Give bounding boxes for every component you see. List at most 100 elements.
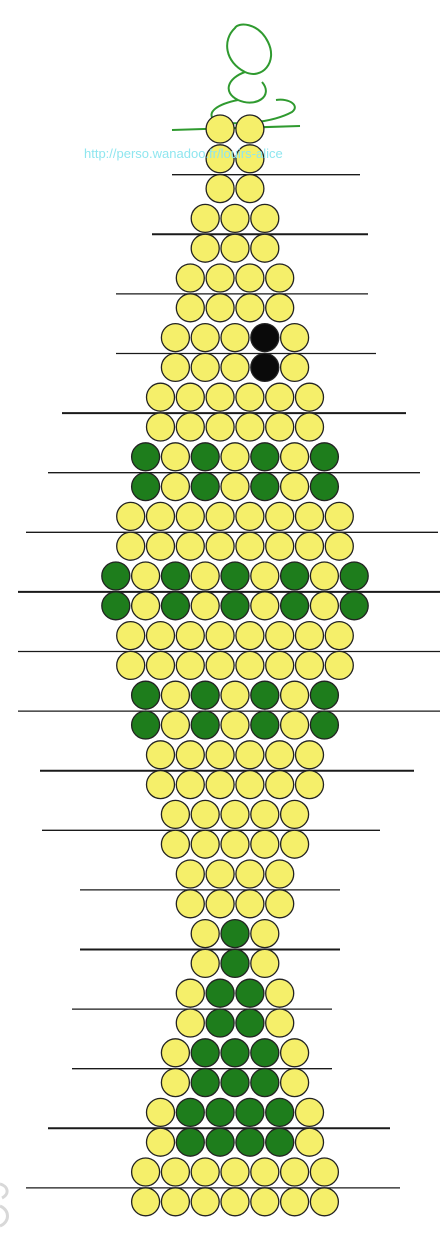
yellow-bead xyxy=(206,294,234,322)
yellow-bead xyxy=(161,1188,189,1216)
yellow-bead xyxy=(296,532,324,560)
yellow-bead xyxy=(296,383,324,411)
yellow-bead xyxy=(191,949,219,977)
yellow-bead xyxy=(281,473,309,501)
yellow-bead xyxy=(176,890,204,918)
green-bead xyxy=(161,562,189,590)
yellow-bead xyxy=(281,681,309,709)
yellow-bead xyxy=(296,622,324,650)
yellow-bead xyxy=(161,353,189,381)
yellow-bead xyxy=(266,771,294,799)
yellow-bead xyxy=(176,502,204,530)
yellow-bead xyxy=(251,949,279,977)
green-bead xyxy=(221,1039,249,1067)
yellow-bead xyxy=(176,294,204,322)
yellow-bead xyxy=(236,175,264,203)
yellow-bead xyxy=(296,502,324,530)
yellow-bead xyxy=(176,1009,204,1037)
yellow-bead xyxy=(176,264,204,292)
yellow-bead xyxy=(176,532,204,560)
yellow-bead xyxy=(147,413,175,441)
yellow-bead xyxy=(176,413,204,441)
green-bead xyxy=(251,1069,279,1097)
green-bead xyxy=(221,949,249,977)
yellow-bead xyxy=(117,651,145,679)
yellow-bead xyxy=(117,622,145,650)
yellow-bead xyxy=(266,532,294,560)
yellow-bead xyxy=(281,1188,309,1216)
yellow-bead xyxy=(117,502,145,530)
green-bead xyxy=(236,979,264,1007)
yellow-bead xyxy=(147,741,175,769)
green-bead xyxy=(191,443,219,471)
green-bead xyxy=(251,681,279,709)
yellow-bead xyxy=(132,592,160,620)
yellow-bead xyxy=(266,622,294,650)
green-bead xyxy=(340,562,368,590)
yellow-bead xyxy=(266,502,294,530)
yellow-bead xyxy=(236,383,264,411)
yellow-bead xyxy=(236,502,264,530)
yellow-bead xyxy=(251,204,279,232)
yellow-bead xyxy=(117,532,145,560)
yellow-bead xyxy=(221,353,249,381)
yellow-bead xyxy=(191,324,219,352)
yellow-bead xyxy=(325,502,353,530)
yellow-bead xyxy=(236,115,264,143)
bead-grid xyxy=(102,115,368,1216)
yellow-bead xyxy=(191,1158,219,1186)
yellow-bead xyxy=(176,622,204,650)
top-wire-loop xyxy=(172,25,300,130)
yellow-bead xyxy=(221,1158,249,1186)
yellow-bead xyxy=(310,1188,338,1216)
green-bead xyxy=(310,681,338,709)
yellow-bead xyxy=(132,562,160,590)
yellow-bead xyxy=(176,383,204,411)
green-bead xyxy=(132,681,160,709)
yellow-bead xyxy=(206,651,234,679)
watermark-url: http://perso.wanadoo.fr/louirs-alice xyxy=(84,146,283,161)
yellow-bead xyxy=(251,830,279,858)
yellow-bead xyxy=(236,532,264,560)
yellow-bead xyxy=(236,771,264,799)
yellow-bead xyxy=(161,830,189,858)
yellow-bead xyxy=(161,681,189,709)
green-bead xyxy=(281,592,309,620)
yellow-bead xyxy=(266,413,294,441)
green-bead xyxy=(191,1039,219,1067)
yellow-bead xyxy=(221,830,249,858)
yellow-bead xyxy=(251,800,279,828)
yellow-bead xyxy=(191,830,219,858)
green-bead xyxy=(132,473,160,501)
yellow-bead xyxy=(147,651,175,679)
green-bead xyxy=(206,1128,234,1156)
yellow-bead xyxy=(310,592,338,620)
green-bead xyxy=(251,473,279,501)
yellow-bead xyxy=(147,383,175,411)
yellow-bead xyxy=(296,413,324,441)
yellow-bead xyxy=(147,771,175,799)
green-bead xyxy=(191,1069,219,1097)
yellow-bead xyxy=(310,1158,338,1186)
yellow-bead xyxy=(147,622,175,650)
yellow-bead xyxy=(191,920,219,948)
yellow-bead xyxy=(206,890,234,918)
green-bead xyxy=(236,1009,264,1037)
green-bead xyxy=(251,443,279,471)
yellow-bead xyxy=(281,830,309,858)
yellow-bead xyxy=(206,413,234,441)
yellow-bead xyxy=(266,890,294,918)
green-bead xyxy=(251,711,279,739)
yellow-bead xyxy=(236,413,264,441)
green-bead xyxy=(221,1069,249,1097)
yellow-bead xyxy=(191,592,219,620)
green-bead xyxy=(221,562,249,590)
yellow-bead xyxy=(236,741,264,769)
green-bead xyxy=(191,473,219,501)
yellow-bead xyxy=(266,294,294,322)
yellow-bead xyxy=(325,532,353,560)
green-bead xyxy=(161,592,189,620)
yellow-bead xyxy=(251,920,279,948)
yellow-bead xyxy=(176,979,204,1007)
